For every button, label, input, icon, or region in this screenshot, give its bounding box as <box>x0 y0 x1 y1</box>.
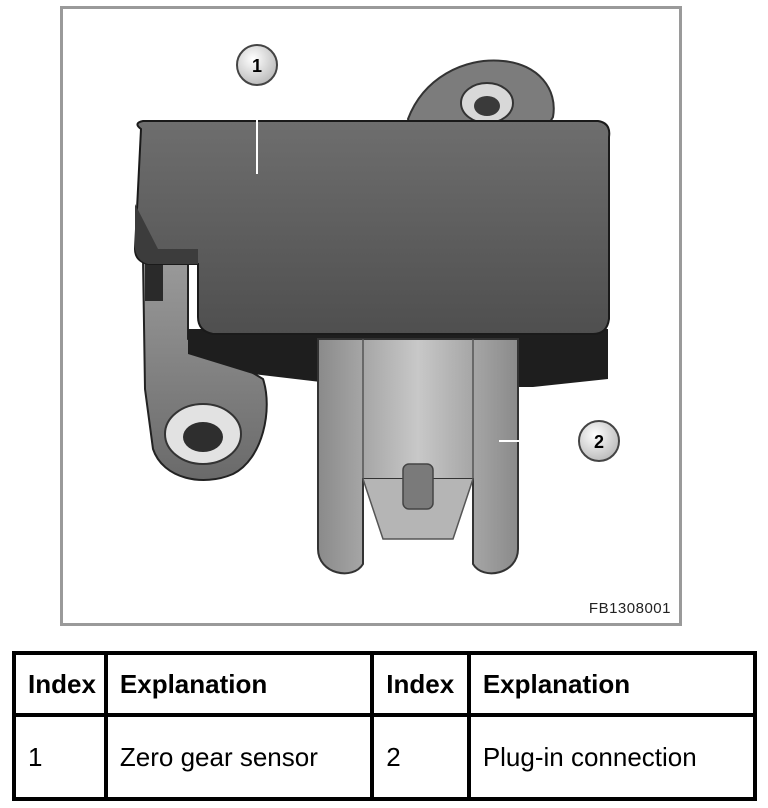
callout-1: 1 <box>236 44 278 174</box>
sensor-illustration: 1 2 <box>133 44 620 575</box>
lower-mounting-bracket <box>141 258 268 481</box>
header-index-1: Index <box>12 651 108 717</box>
callout-2-label: 2 <box>594 432 604 452</box>
header-explanation-2: Explanation <box>466 651 758 717</box>
header-explanation-1: Explanation <box>103 651 375 717</box>
component-figure: 1 2 FB1308001 <box>60 6 682 626</box>
callout-2: 2 <box>499 420 620 462</box>
sensor-housing <box>133 120 611 335</box>
cell-index-1: 1 <box>12 713 108 801</box>
cell-explanation-1: Zero gear sensor <box>103 713 375 801</box>
legend-header-row: Index Explanation Index Explanation <box>12 651 758 717</box>
legend-table: Index Explanation Index Explanation 1 Ze… <box>12 651 758 801</box>
cell-explanation-2: Plug-in connection <box>466 713 758 801</box>
callout-1-label: 1 <box>252 56 262 76</box>
plug-connector <box>317 338 519 575</box>
cell-index-2: 2 <box>370 713 471 801</box>
table-row: 1 Zero gear sensor 2 Plug-in connection <box>12 713 758 801</box>
figure-code: FB1308001 <box>588 600 671 617</box>
upper-mounting-ear <box>406 59 555 135</box>
header-index-2: Index <box>370 651 471 717</box>
